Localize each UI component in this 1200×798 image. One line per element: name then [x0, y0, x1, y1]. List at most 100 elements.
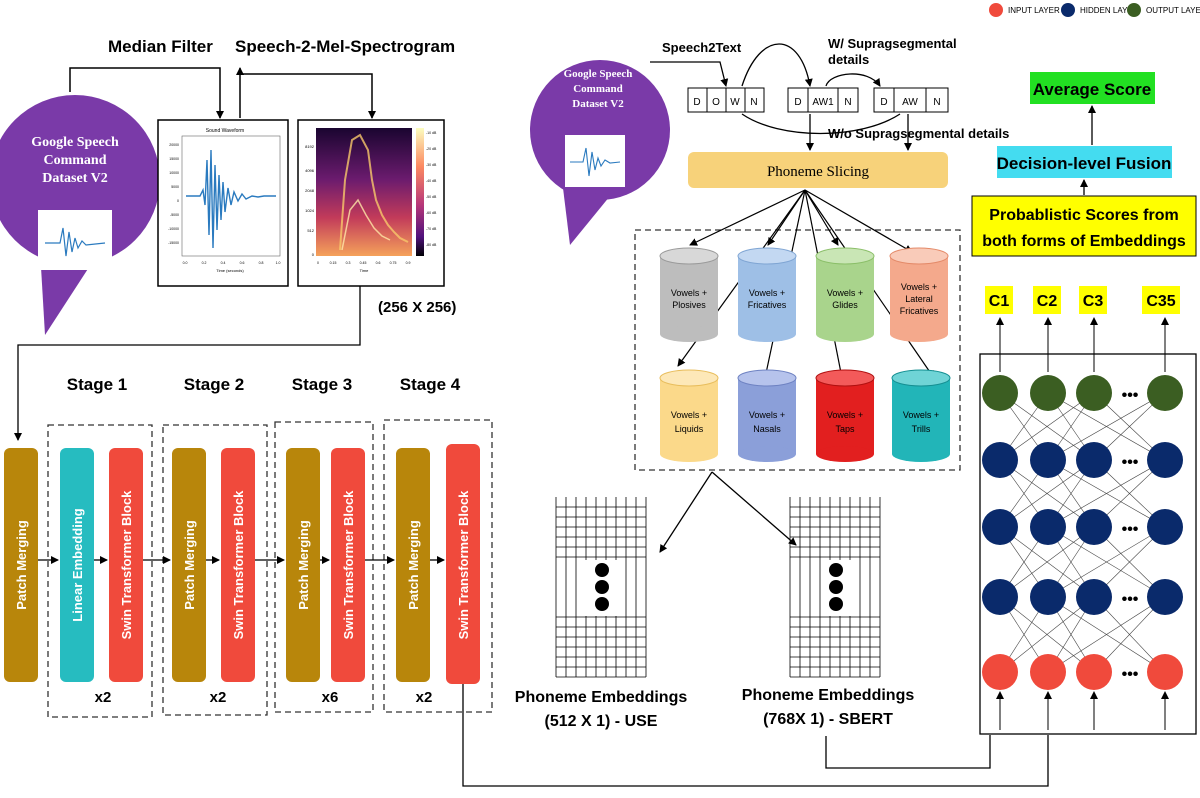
patch-merging-block-0: [4, 448, 38, 682]
spec-ytick: 0: [312, 252, 315, 257]
dataset-left-line1: Google Speech: [31, 135, 119, 150]
spec-ytick: 8192: [305, 144, 315, 149]
sbert-embedding-title: Phoneme Embeddings: [742, 687, 915, 704]
spec-ytick: 1024: [305, 208, 315, 213]
cylinder-label: Plosives: [672, 300, 706, 310]
stage1-box: [47, 424, 153, 718]
with-supra-arc-2: [825, 73, 881, 87]
dataset-left-line2: Command: [43, 153, 106, 168]
cylinder-label: Vowels +: [827, 410, 863, 420]
stage4-repeat: x2: [416, 689, 433, 706]
cylinder-label: Fricatives: [900, 306, 939, 316]
cylinder-label: Vowels +: [901, 282, 937, 292]
legend-hidden-label: HIDDEN LAYER: [1080, 6, 1139, 15]
linear-embedding-label: Linear Embedding: [70, 508, 85, 621]
phoneme-cell: O: [712, 97, 720, 108]
phoneme-cell: D: [880, 97, 887, 108]
use-ellipsis-dot: [595, 563, 609, 577]
dataset-mid-thumbnail: [565, 135, 625, 187]
dataset-mid-line1: Google Speech: [564, 68, 633, 80]
spec-xtick: 0.75: [390, 261, 397, 265]
speech2text-arrow: [650, 61, 729, 87]
with-supra-line2: details: [828, 52, 869, 67]
cylinder-glides: Vowels + Glides: [815, 247, 875, 342]
legend-input-label: INPUT LAYER: [1008, 6, 1060, 15]
class-c3-label: C3: [1083, 293, 1104, 310]
phoneme-cell: N: [933, 97, 940, 108]
stage2-box: [162, 424, 268, 716]
mel-spectrogram-plot: 8192 4096 2048 1024 512 0 0 0.15 0.3 0.4…: [297, 119, 445, 287]
colorbar-tick: -80 dB: [426, 243, 437, 247]
use-embedding-grid: [555, 497, 647, 678]
cylinder-label: Vowels +: [671, 410, 707, 420]
cylinder-label: Glides: [832, 300, 858, 310]
swin-block-3: [331, 448, 365, 682]
patch-merging-block-4: [396, 448, 430, 682]
average-score-label: Average Score: [1033, 80, 1151, 99]
wave-ytick: -10000: [168, 227, 179, 231]
patch-merging-block-2: [172, 448, 206, 682]
stage3-repeat: x6: [322, 689, 339, 706]
patch-merging-label: Patch Merging: [406, 520, 421, 610]
prob-scores-line2: both forms of Embeddings: [982, 233, 1186, 250]
stage-blocks: Patch Merging Linear Embedding Swin Tran…: [4, 444, 480, 684]
legend: INPUT LAYER HIDDEN LAYER OUTPUT LAYER: [989, 3, 1200, 17]
sbert-to-network-line: [825, 735, 991, 769]
cylinder-nasals: Vowels + Nasals: [737, 369, 797, 462]
input-node: [1147, 654, 1183, 690]
hidden-node: [1030, 509, 1066, 545]
phoneme-group-2: D AW1 N: [787, 87, 859, 113]
sbert-embedding-size: (768X 1) - SBERT: [763, 711, 893, 728]
input-size-label: (256 X 256): [378, 299, 456, 316]
phoneme-slicing-box: [688, 152, 948, 188]
swin-block-2: [221, 448, 255, 682]
colorbar-tick: -60 dB: [426, 211, 437, 215]
spec-ytick: 2048: [305, 188, 315, 193]
cylinder-lateral-fricatives: Vowels + Lateral Fricatives: [889, 247, 949, 342]
spec-xlabel: Time: [360, 268, 370, 273]
cylinder-label: Liquids: [675, 424, 704, 434]
output-node: [982, 375, 1018, 411]
spec-ytick: 4096: [305, 168, 315, 173]
output-node: [1076, 375, 1112, 411]
swin-block-4: [446, 444, 480, 684]
patch-merging-label: Patch Merging: [182, 520, 197, 610]
legend-input-swatch: [989, 3, 1003, 17]
phoneme-slicing-label: Phoneme Slicing: [767, 164, 870, 180]
swin-block-label: Swin Transformer Block: [456, 490, 471, 640]
prob-scores-box: [971, 195, 1197, 257]
linear-embedding-block: [60, 448, 94, 682]
dataset-left-line3: Dataset V2: [42, 171, 107, 186]
use-embedding-title: Phoneme Embeddings: [515, 689, 688, 706]
hidden-node: [1076, 442, 1112, 478]
sbert-ellipsis-dot: [829, 597, 843, 611]
hidden-node: [1076, 579, 1112, 615]
use-ellipsis-dot: [595, 597, 609, 611]
stage3-label: Stage 3: [292, 375, 352, 394]
spec-xtick: 0.45: [360, 261, 367, 265]
phoneme-cell: N: [844, 97, 851, 108]
cylinder-label: Taps: [835, 424, 855, 434]
phoneme-cell: AW: [902, 97, 918, 108]
with-supra-arc-1: [741, 43, 813, 87]
patch-merging-label: Patch Merging: [14, 520, 29, 610]
spec-xtick: 0.9: [406, 261, 411, 265]
stage3-box: [274, 421, 374, 713]
hidden-node: [1030, 579, 1066, 615]
legend-output-label: OUTPUT LAYER: [1146, 6, 1200, 15]
wave-xtick: 0.0: [183, 261, 188, 265]
class-c35-box: [1142, 286, 1180, 314]
stage1-label: Stage 1: [67, 375, 127, 394]
wave-ytick: -15000: [168, 241, 179, 245]
cylinder-label: Vowels +: [671, 288, 707, 298]
dataset-bubble-left: Google Speech Command Dataset V2: [0, 95, 160, 335]
phoneme-cell: W: [730, 97, 740, 108]
cylinder-label: Vowels +: [749, 288, 785, 298]
wave-ytick: 5000: [171, 185, 179, 189]
dataset-bubble-middle: Google Speech Command Dataset V2: [530, 60, 670, 245]
hidden-node: [1147, 579, 1183, 615]
cylinder-label: Vowels +: [903, 410, 939, 420]
patch-merging-block-3: [286, 448, 320, 682]
wave-ytick: -5000: [170, 213, 179, 217]
